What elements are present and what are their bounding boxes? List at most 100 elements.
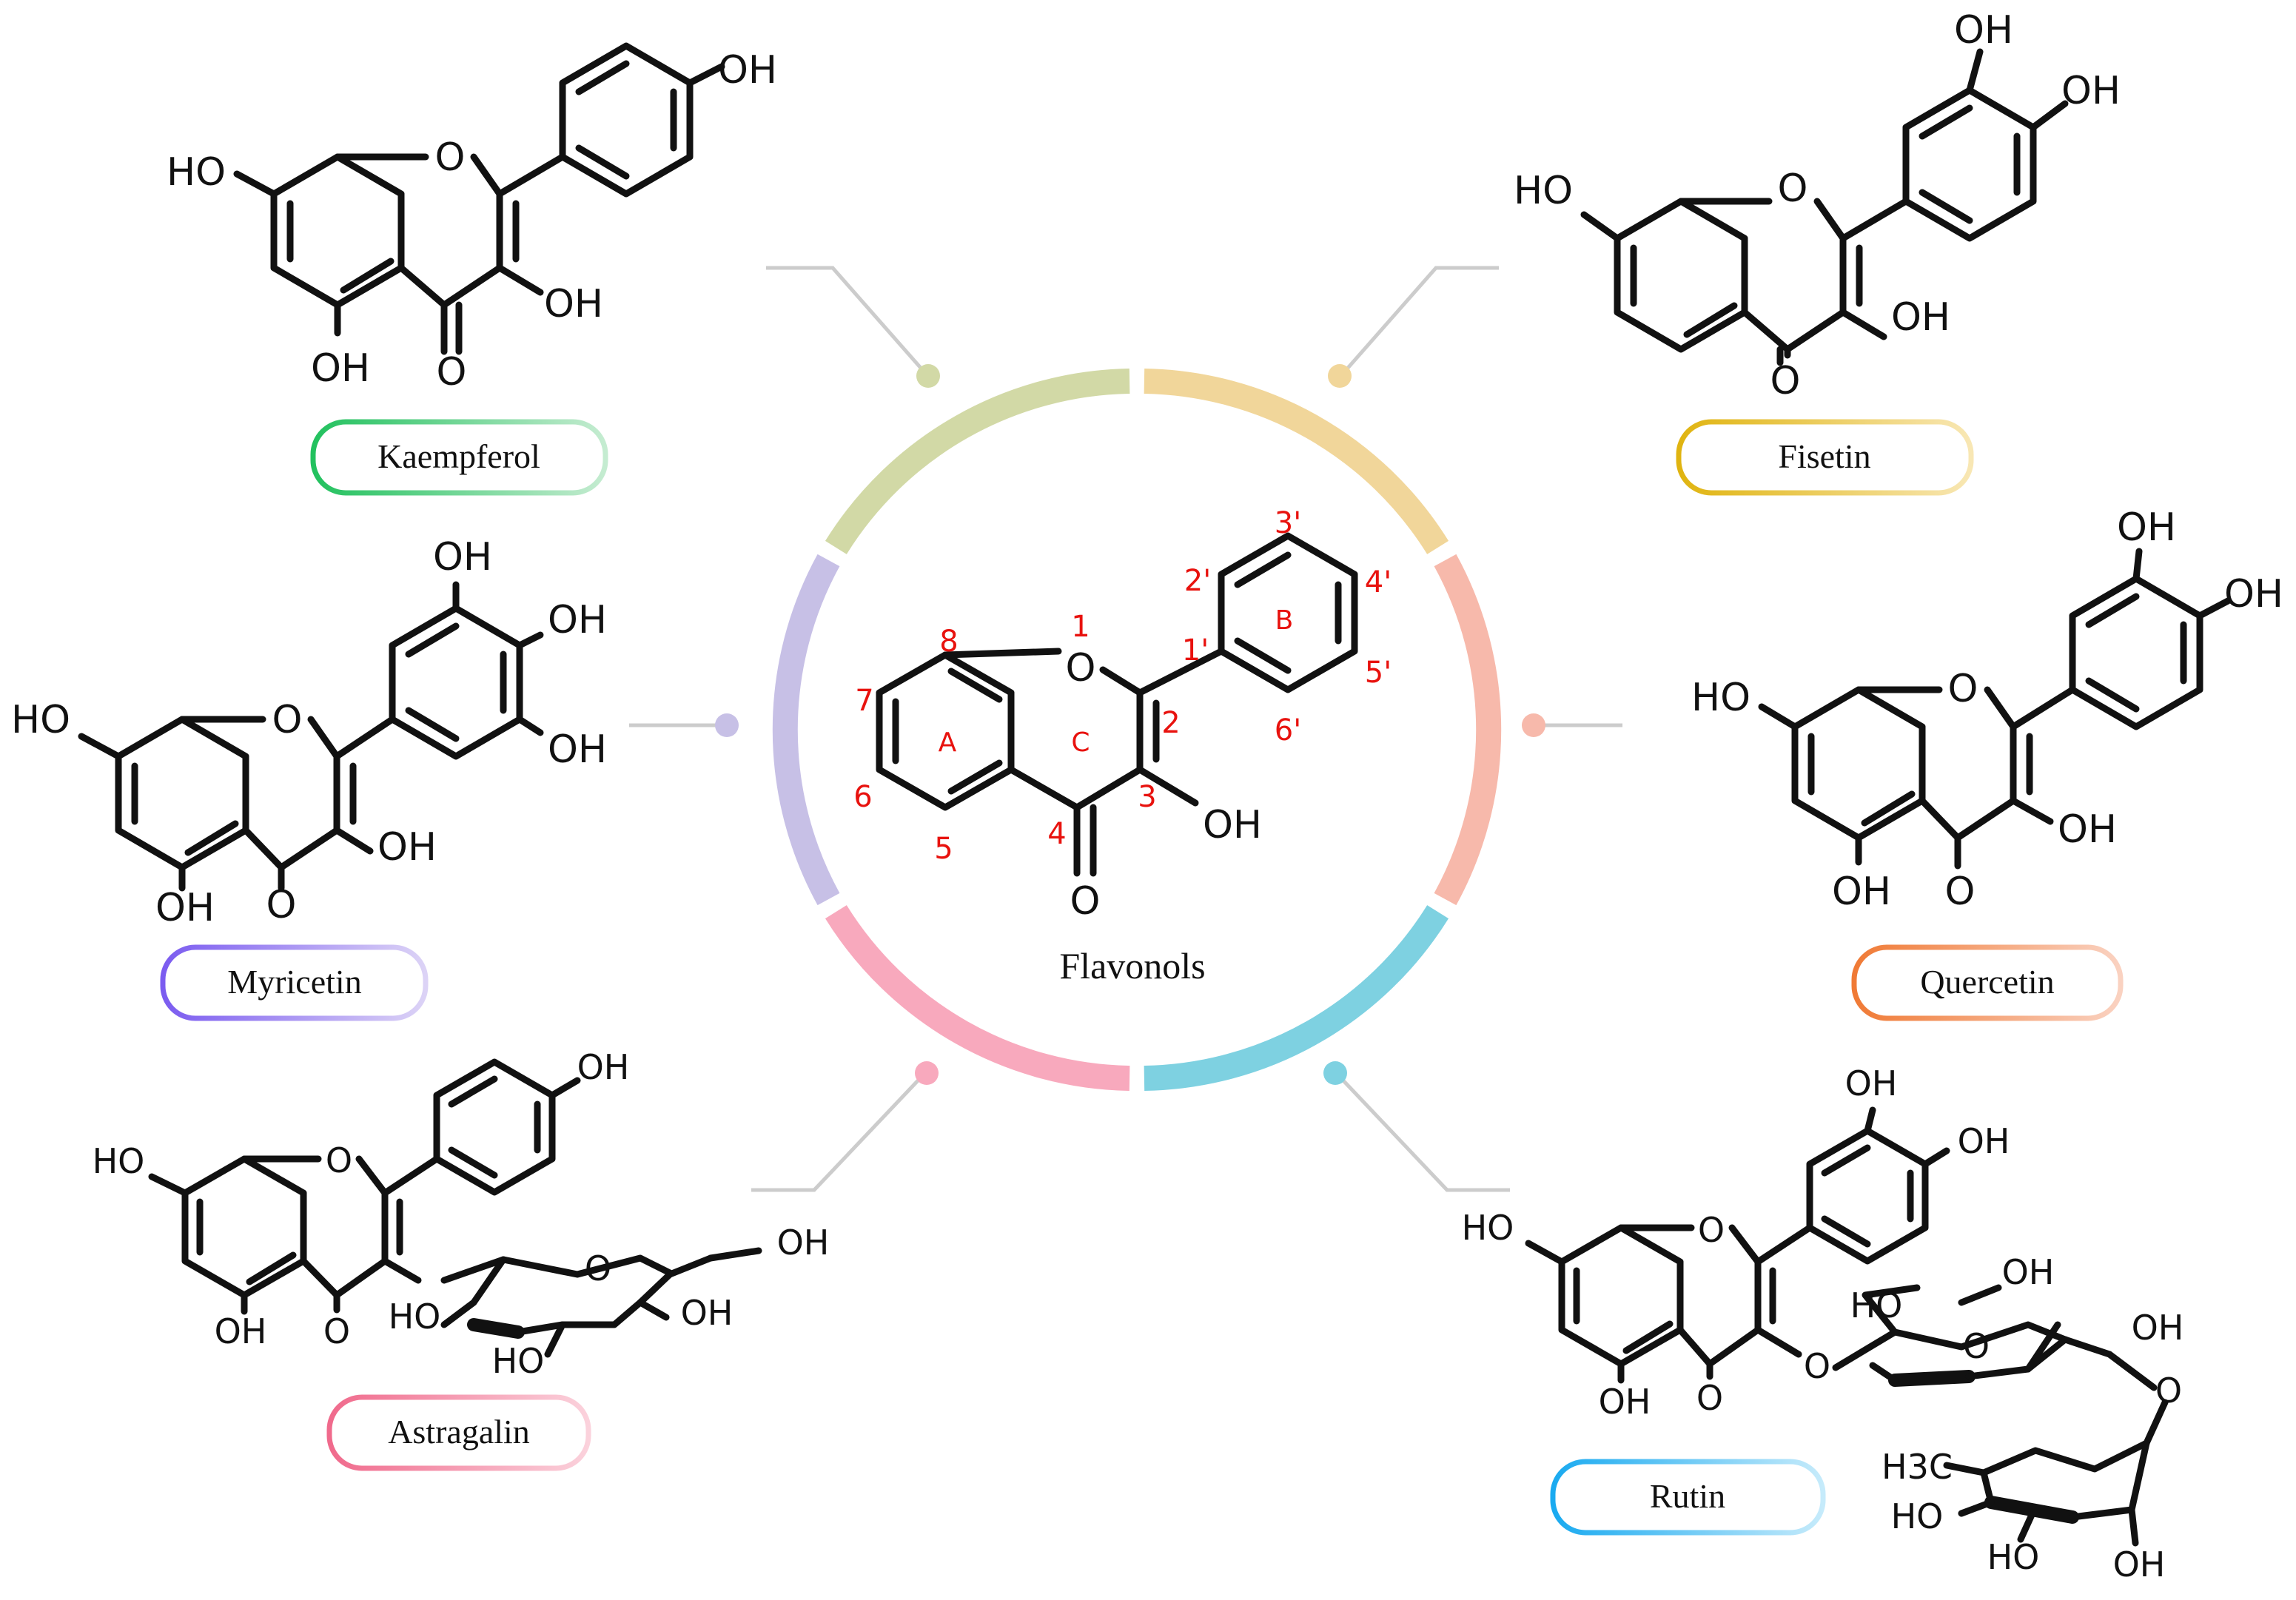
rutin-label: HO (1987, 1537, 2040, 1577)
position-label: 3 (1138, 780, 1156, 814)
kaempferol-structure (233, 42, 725, 355)
astragalin-label: OH (215, 1311, 267, 1351)
myricetin-label: OH (548, 598, 607, 642)
ring-segment-fisetin (1144, 369, 1449, 554)
myricetin-pill[interactable] (160, 944, 429, 1021)
core-hydroxyl: OH (1203, 803, 1262, 847)
astragalin-label: OH (681, 1293, 734, 1333)
rutin-pill[interactable] (1550, 1459, 1826, 1536)
connector-dot-myricetin (715, 713, 739, 737)
connectors (629, 266, 1622, 1192)
position-label: 2' (1184, 564, 1211, 598)
kaempferol-pill[interactable] (310, 419, 608, 496)
fisetin-label: HO (1514, 169, 1573, 213)
kaempferol-name: Kaempferol (377, 437, 540, 475)
ring-segment-astragalin (825, 905, 1130, 1091)
connector-dot-fisetin (1328, 364, 1352, 388)
kaempferol-label: OH (311, 346, 370, 391)
position-numbers: 1 2 3 4 5 6 7 8 1' 2' 3' 4' 5' 6' A B C (853, 506, 1392, 866)
quercetin-pill[interactable] (1851, 944, 2124, 1021)
core-carbonyl-oxygen: O (1070, 879, 1101, 924)
kaempferol-label: OH (544, 282, 603, 326)
position-label: 5' (1365, 656, 1392, 690)
connector-dot-astragalin (915, 1061, 939, 1085)
connector-dot-quercetin (1522, 713, 1545, 737)
fisetin-label: O (1778, 167, 1808, 211)
position-label: 1' (1182, 633, 1209, 668)
myricetin-label: OH (155, 886, 215, 930)
rutin-name: Rutin (1650, 1477, 1725, 1515)
rutin-label: OH (1845, 1063, 1898, 1103)
astragalin-label: HO (93, 1141, 145, 1181)
ring-letter: A (939, 727, 957, 758)
quercetin-name: Quercetin (1920, 963, 2054, 1001)
flavonol-core-structure (876, 532, 1358, 877)
core-ring-oxygen: O (1066, 646, 1096, 690)
myricetin-name: Myricetin (227, 963, 361, 1001)
astragalin-label: HO (492, 1341, 545, 1381)
rutin-label: OH (1599, 1382, 1651, 1422)
ring-letter: C (1071, 727, 1090, 758)
fisetin-label: OH (2061, 69, 2121, 113)
rutin-label: HO (1891, 1496, 1944, 1536)
myricetin-label: O (272, 698, 303, 742)
kaempferol-label: O (437, 350, 467, 394)
quercetin-label: HO (1691, 676, 1750, 720)
fisetin-label: OH (1891, 295, 1950, 340)
astragalin-label: O (323, 1311, 350, 1351)
myricetin-label: OH (377, 825, 437, 870)
myricetin-label: OH (548, 727, 607, 772)
fisetin-label: OH (1954, 8, 2013, 53)
fisetin-pill[interactable] (1676, 419, 1974, 496)
rutin-label: HO (1850, 1285, 1903, 1325)
rutin-label: OH (1958, 1121, 2010, 1161)
quercetin-label: OH (1832, 870, 1891, 914)
connector-kaempferol (766, 266, 927, 374)
astragalin-label: OH (577, 1047, 630, 1087)
quercetin-label: O (1945, 870, 1976, 914)
connector-astragalin (751, 1075, 923, 1192)
position-label: 5 (934, 832, 953, 866)
rutin-label: HO (1462, 1208, 1514, 1248)
astragalin-pill[interactable] (326, 1394, 591, 1471)
position-label: 2 (1161, 706, 1180, 740)
rutin-label: OH (2002, 1252, 2055, 1292)
myricetin-label: HO (11, 698, 70, 742)
connector-dot-kaempferol (916, 364, 940, 388)
rutin-label: O (1963, 1326, 1990, 1366)
rutin-label: O (1804, 1346, 1830, 1386)
position-label: 6' (1275, 713, 1301, 747)
center-ring (772, 369, 1502, 1091)
ring-segment-rutin (1144, 905, 1449, 1091)
astragalin-label: HO (389, 1297, 441, 1337)
myricetin-label: O (266, 883, 297, 927)
position-label: 4 (1047, 817, 1066, 851)
connector-dot-rutin (1323, 1061, 1347, 1085)
position-label: 3' (1275, 506, 1301, 540)
quercetin-structure (1758, 548, 2232, 870)
rutin-label: H3C (1882, 1447, 1953, 1487)
ring-segment-kaempferol (825, 369, 1130, 554)
rutin-label: OH (2132, 1308, 2184, 1348)
ring-segment-myricetin (772, 554, 840, 906)
position-label: 7 (855, 684, 873, 718)
ring-letter: B (1275, 605, 1294, 636)
myricetin-structure (78, 581, 544, 892)
position-label: 8 (939, 625, 958, 659)
fisetin-label: O (1770, 359, 1801, 403)
position-label: 6 (853, 780, 872, 814)
ring-segment-quercetin (1434, 554, 1502, 906)
rutin-structure (1525, 1106, 2169, 1547)
rutin-label: OH (2113, 1544, 2166, 1584)
center-title: Flavonols (1059, 945, 1205, 986)
position-label: 1 (1071, 610, 1090, 644)
astragalin-name: Astragalin (388, 1413, 530, 1451)
kaempferol-label: OH (718, 48, 777, 93)
astragalin-label: O (326, 1140, 352, 1180)
astragalin-label: O (585, 1248, 611, 1288)
kaempferol-label: HO (167, 150, 226, 195)
astragalin-structure (148, 1058, 762, 1358)
connector-fisetin (1342, 266, 1499, 374)
rutin-label: O (2155, 1371, 2182, 1411)
